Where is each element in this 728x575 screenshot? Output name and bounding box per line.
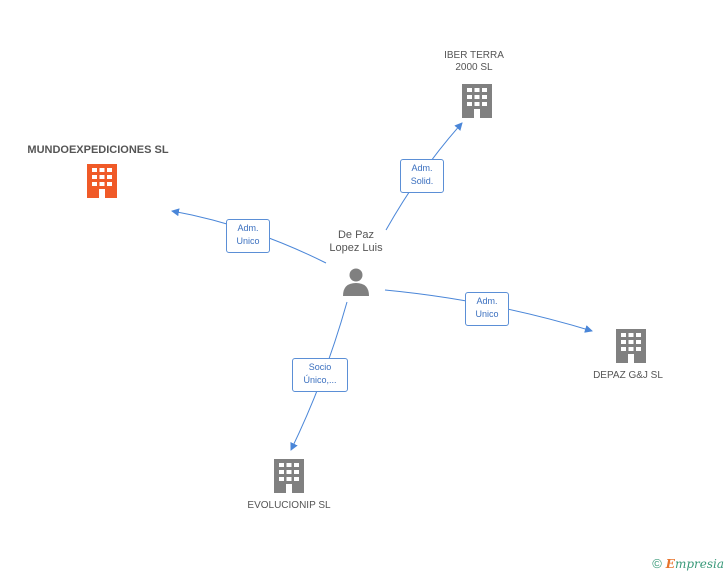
building-icon-mundoexpediciones[interactable] <box>87 164 117 198</box>
building-icon-iber-terra[interactable] <box>462 84 492 118</box>
center-name-line2: Lopez Luis <box>329 242 383 254</box>
copyright-symbol: © <box>652 556 662 571</box>
depaz-line1: DEPAZ G&J SL <box>593 370 663 381</box>
center-name-line1: De Paz <box>337 229 375 241</box>
mundoexpediciones-line1: MUNDOEXPEDICIONES SL <box>27 144 169 156</box>
edge-evolu-line1: Socio <box>308 362 332 372</box>
edge-evolu-line2: Único,... <box>303 375 337 385</box>
node-label-depaz[interactable]: DEPAZ G&J SL <box>578 370 678 382</box>
edge-label-mundoexpediciones[interactable]: Adm. Unico <box>226 219 270 253</box>
edge-depaz-line1: Adm. <box>476 296 498 306</box>
node-label-mundoexpediciones[interactable]: MUNDOEXPEDICIONES SL <box>12 144 184 156</box>
node-label-iber-terra[interactable]: IBER TERRA 2000 SL <box>434 50 514 74</box>
iber-terra-line1: IBER TERRA <box>444 50 504 61</box>
person-icon[interactable] <box>343 268 369 297</box>
edge-mundo-line1: Adm. <box>237 223 259 233</box>
node-label-evolucionip[interactable]: EVOLUCIONIP SL <box>234 500 344 512</box>
edge-label-depaz[interactable]: Adm. Unico <box>465 292 509 326</box>
edge-iber-line1: Adm. <box>411 163 433 173</box>
building-icon-evolucionip[interactable] <box>274 459 304 493</box>
center-person-label[interactable]: De Paz Lopez Luis <box>316 229 396 255</box>
brand-rest: mpresia <box>674 557 724 571</box>
edge-depaz-line2: Unico <box>475 309 499 319</box>
building-icon-depaz[interactable] <box>616 329 646 363</box>
copyright-brand: ©Empresia <box>652 556 724 571</box>
edge-mundo-line2: Unico <box>236 236 260 246</box>
iber-terra-line2: 2000 SL <box>455 62 493 73</box>
edge-iber-line2: Solid. <box>410 176 434 186</box>
evolucionip-line1: EVOLUCIONIP SL <box>247 500 331 511</box>
brand-e: E <box>665 557 675 571</box>
edge-label-evolucionip[interactable]: Socio Único,... <box>292 358 348 392</box>
edge-label-iber-terra[interactable]: Adm. Solid. <box>400 159 444 193</box>
